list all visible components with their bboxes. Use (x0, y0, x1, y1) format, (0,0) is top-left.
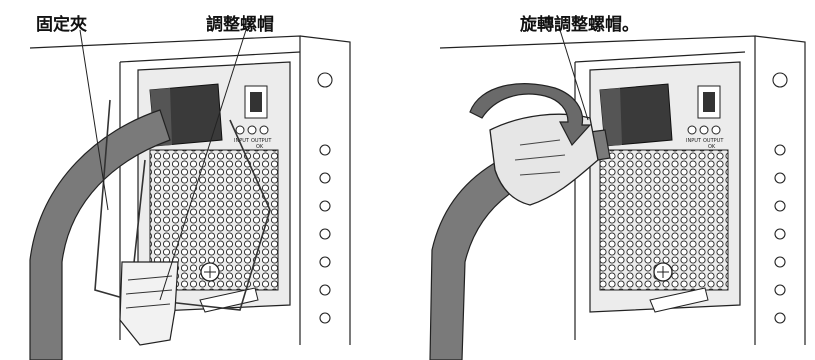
right-rack-holes (772, 72, 788, 324)
callout-adjustment-nut: 調整螺帽 (206, 15, 274, 35)
left-led-output-label: OUTPUT (251, 138, 272, 144)
right-led-output-label: OUTPUT (703, 138, 724, 144)
left-psu-handle (199, 287, 259, 313)
left-led-input-label: INPUT (234, 138, 250, 144)
right-illustration: INPUT OUTPUT OK (429, 29, 806, 360)
right-power-plug (599, 83, 673, 147)
left-illustration: INPUT OUTPUT OK (29, 29, 351, 360)
left-leader-nut (159, 29, 247, 301)
left-rack-holes (317, 72, 333, 324)
left-cable-tie (119, 261, 179, 346)
right-rotation-arrow (469, 83, 592, 147)
right-leader-rotate (559, 29, 589, 121)
right-psu-controls: INPUT OUTPUT OK (686, 85, 724, 150)
right-psu-handle (649, 287, 709, 313)
callout-rotate-nut: 旋轉調整螺帽。 (520, 15, 639, 35)
left-led-ok-label: OK (256, 144, 264, 150)
right-led-input-label: INPUT (686, 138, 702, 144)
left-psu-controls: INPUT OUTPUT OK (234, 85, 272, 150)
left-retaining-clip (94, 99, 271, 311)
callout-retaining-clip: 固定夾 (36, 15, 87, 35)
left-leader-clip (79, 29, 109, 211)
right-led-ok-label: OK (708, 144, 716, 150)
